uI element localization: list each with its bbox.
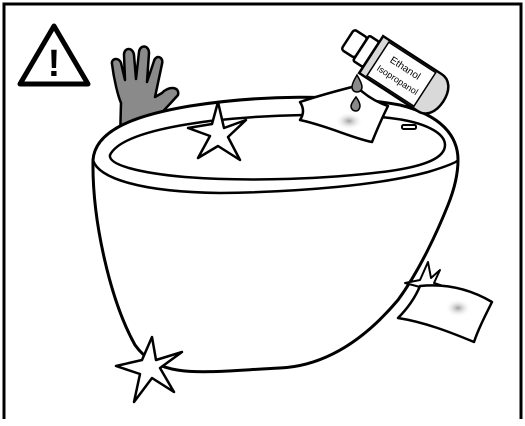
drain-slot [402, 125, 416, 129]
warning-symbol: ! [48, 43, 61, 85]
cloth-icon [398, 285, 492, 342]
warning-triangle-icon: ! [20, 26, 88, 85]
bathtub [93, 97, 458, 371]
